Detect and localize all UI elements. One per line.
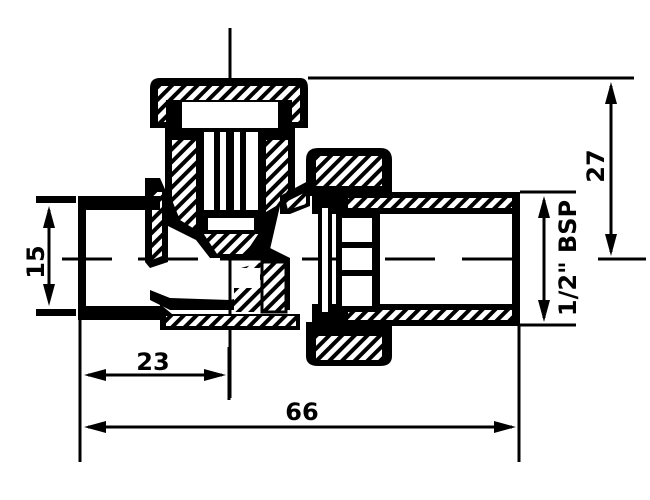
dimension-label-23: 23 bbox=[136, 348, 169, 376]
dimension-inlet-diameter: 15 bbox=[22, 196, 76, 316]
dimension-height: 27 bbox=[308, 76, 646, 261]
inlet-pipe bbox=[78, 196, 160, 320]
dimension-label-15: 15 bbox=[22, 245, 50, 278]
dimension-label-66: 66 bbox=[285, 398, 318, 426]
dimension-label-27: 27 bbox=[582, 149, 610, 182]
dimension-overall-length: 66 bbox=[84, 326, 521, 462]
dimension-thread-size: 1/2" BSP bbox=[520, 190, 582, 327]
dimension-label-bsp: 1/2" BSP bbox=[554, 200, 582, 316]
tailpiece bbox=[312, 192, 520, 326]
dimension-inlet-to-axis: 23 bbox=[78, 320, 231, 462]
valve-body bbox=[78, 78, 520, 366]
